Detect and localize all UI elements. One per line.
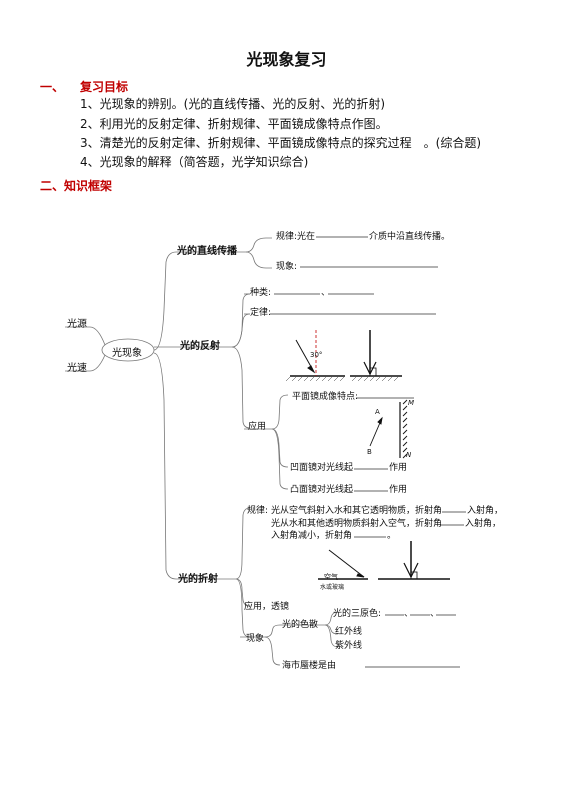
branch-refraction: 光的折射 xyxy=(178,574,218,585)
refraction-law-line3-a: 入射角减小，折射角 xyxy=(271,531,353,541)
refraction-application: 应用，透镜 xyxy=(244,602,290,612)
section2-title: 二、知识框架 xyxy=(40,179,113,193)
refraction-phenomenon: 现象 xyxy=(246,634,265,644)
goal-item: 1、光现象的辨别。(光的直线传播、光的反射、光的折射) xyxy=(80,97,386,111)
light-source-label: 光源 xyxy=(67,319,87,330)
section1-number: 一、 xyxy=(40,80,65,94)
concave-mirror-prefix: 凹面镜对光线起 xyxy=(290,463,354,473)
mirage-label: 海市蜃楼是由 xyxy=(282,661,337,671)
refraction-law-line1-a: 光从空气斜射入水和其它透明物质，折射角 xyxy=(271,506,443,516)
angle-30-label: 30° xyxy=(310,351,323,359)
refraction-law-line3-b: 。 xyxy=(387,531,397,541)
reflection-kinds: 种类: xyxy=(250,288,272,298)
concave-mirror-suffix: 作用 xyxy=(389,463,408,473)
straight-law-prefix: 规律:光在 xyxy=(276,232,316,242)
refraction-law-line2-b: 入射角， xyxy=(465,519,502,529)
branch-reflection: 光的反射 xyxy=(180,341,220,352)
primary-colors-sep2: 、 xyxy=(430,609,440,619)
air-label: 空气 xyxy=(324,573,338,581)
section1-title: 复习目标 xyxy=(80,80,129,94)
light-speed-label: 光速 xyxy=(67,363,87,374)
mirror-m-label: M xyxy=(408,399,415,407)
straight-law-suffix: 介质中沿直线传播。 xyxy=(369,232,451,242)
refraction-law-line2-a: 光从水和其他透明物质斜射入空气，折射角 xyxy=(271,519,443,529)
reflection-application: 应用 xyxy=(248,422,267,432)
primary-colors-label: 光的三原色: xyxy=(333,609,382,619)
mirror-n-label: N xyxy=(406,451,412,459)
goal-item: 3、清楚光的反射定律、折射规律、平面镜成像特点的探究过程 。(综合题) xyxy=(80,136,482,150)
point-a-label: A xyxy=(375,408,380,416)
page-title: 光现象复习 xyxy=(246,50,327,69)
reflection-law: 定律: xyxy=(250,308,272,318)
point-b-label: B xyxy=(367,448,372,456)
goal-item: 4、光现象的解释（简答题，光学知识综合) xyxy=(80,155,309,169)
dispersion-label: 光的色散 xyxy=(282,620,319,630)
primary-colors-sep1: 、 xyxy=(404,609,414,619)
ultraviolet-label: 紫外线 xyxy=(335,641,363,651)
goal-item: 2、利用光的反射定律、折射规律、平面镜成像特点作图。 xyxy=(80,117,388,131)
refraction-law-line1-b: 入射角， xyxy=(467,506,504,516)
convex-mirror-suffix: 作用 xyxy=(389,485,408,495)
convex-mirror-prefix: 凸面镜对光线起 xyxy=(290,485,354,495)
infrared-label: 红外线 xyxy=(335,627,363,637)
water-glass-label: 水或玻璃 xyxy=(320,584,345,591)
branch-straight-propagation: 光的直线传播 xyxy=(177,246,237,257)
refraction-law-label: 规律: xyxy=(247,506,269,516)
center-node: 光现象 xyxy=(112,348,142,359)
plane-mirror-label: 平面镜成像特点: xyxy=(292,392,359,402)
reflection-kinds-sep: 、 xyxy=(321,288,331,298)
straight-phenomenon: 现象: xyxy=(276,262,298,272)
